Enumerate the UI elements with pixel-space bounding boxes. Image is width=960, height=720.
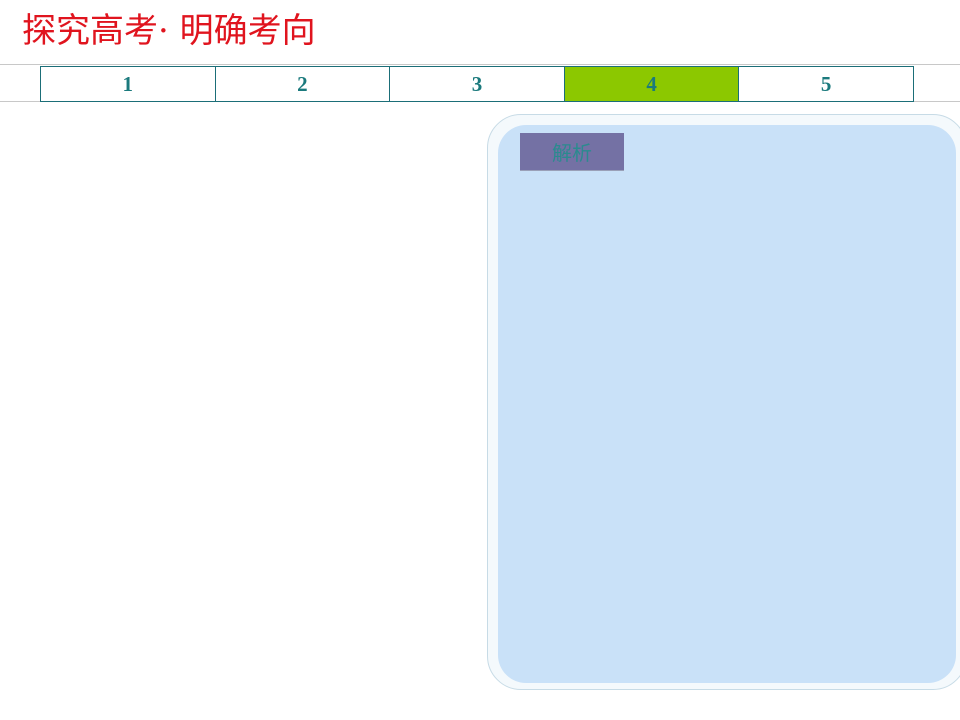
question-tab-bar: 1 2 3 4 5 <box>40 66 914 102</box>
page-title: 探究高考· 明确考向 <box>22 11 316 51</box>
tab-1[interactable]: 1 <box>41 67 216 101</box>
answer-panel <box>487 114 960 690</box>
tab-4[interactable]: 4 <box>564 67 740 101</box>
answer-panel-body <box>498 125 956 683</box>
tab-5[interactable]: 5 <box>820 71 832 96</box>
tab-3[interactable]: 3 <box>390 67 565 101</box>
analysis-button[interactable]: 解析 <box>520 133 624 171</box>
top-divider <box>0 64 960 65</box>
tab-2[interactable]: 2 <box>216 67 391 101</box>
